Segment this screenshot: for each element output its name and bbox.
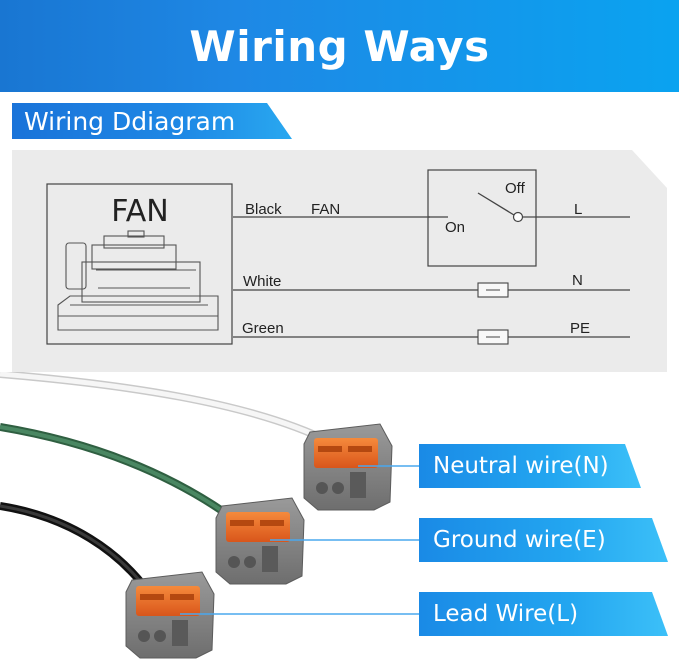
fan-box <box>46 183 233 345</box>
switch-contact <box>512 211 524 223</box>
header-banner: Wiring Ways <box>0 0 679 92</box>
callout-neutral-wire: Neutral wire(N) <box>419 444 641 488</box>
switch-off-label: Off <box>505 180 526 197</box>
wiring-diagram-panel <box>12 150 667 372</box>
terminal-n-label: N <box>572 272 583 289</box>
connector-neutral <box>303 423 393 511</box>
black-wire-label: Black <box>245 201 282 218</box>
black-wire <box>0 502 154 597</box>
green-wire <box>0 423 241 526</box>
switch-on-label: On <box>445 219 465 236</box>
switch-lever <box>477 192 515 216</box>
section-title-tab: Wiring Ddiagram <box>12 103 292 139</box>
connector-lead <box>125 571 215 659</box>
callout-lead-wire: Lead Wire(L) <box>419 592 668 636</box>
callout-ground-wire: Ground wire(E) <box>419 518 668 562</box>
switch-box <box>427 169 537 267</box>
fan-label: FAN <box>111 194 168 229</box>
wiring-diagram: FAN Black FAN White Green Off On L N PE <box>46 169 630 345</box>
fan-wire-label: FAN <box>311 201 340 218</box>
white-wire-label: White <box>243 273 281 290</box>
terminal-l-label: L <box>574 201 582 218</box>
connector-ground <box>215 497 305 585</box>
fan-illustration <box>57 230 219 331</box>
white-wire <box>0 372 332 446</box>
terminal-pe-label: PE <box>570 320 590 337</box>
page-title: Wiring Ways <box>189 21 490 71</box>
green-wire-label: Green <box>242 320 284 337</box>
connector-illustration <box>0 372 420 659</box>
